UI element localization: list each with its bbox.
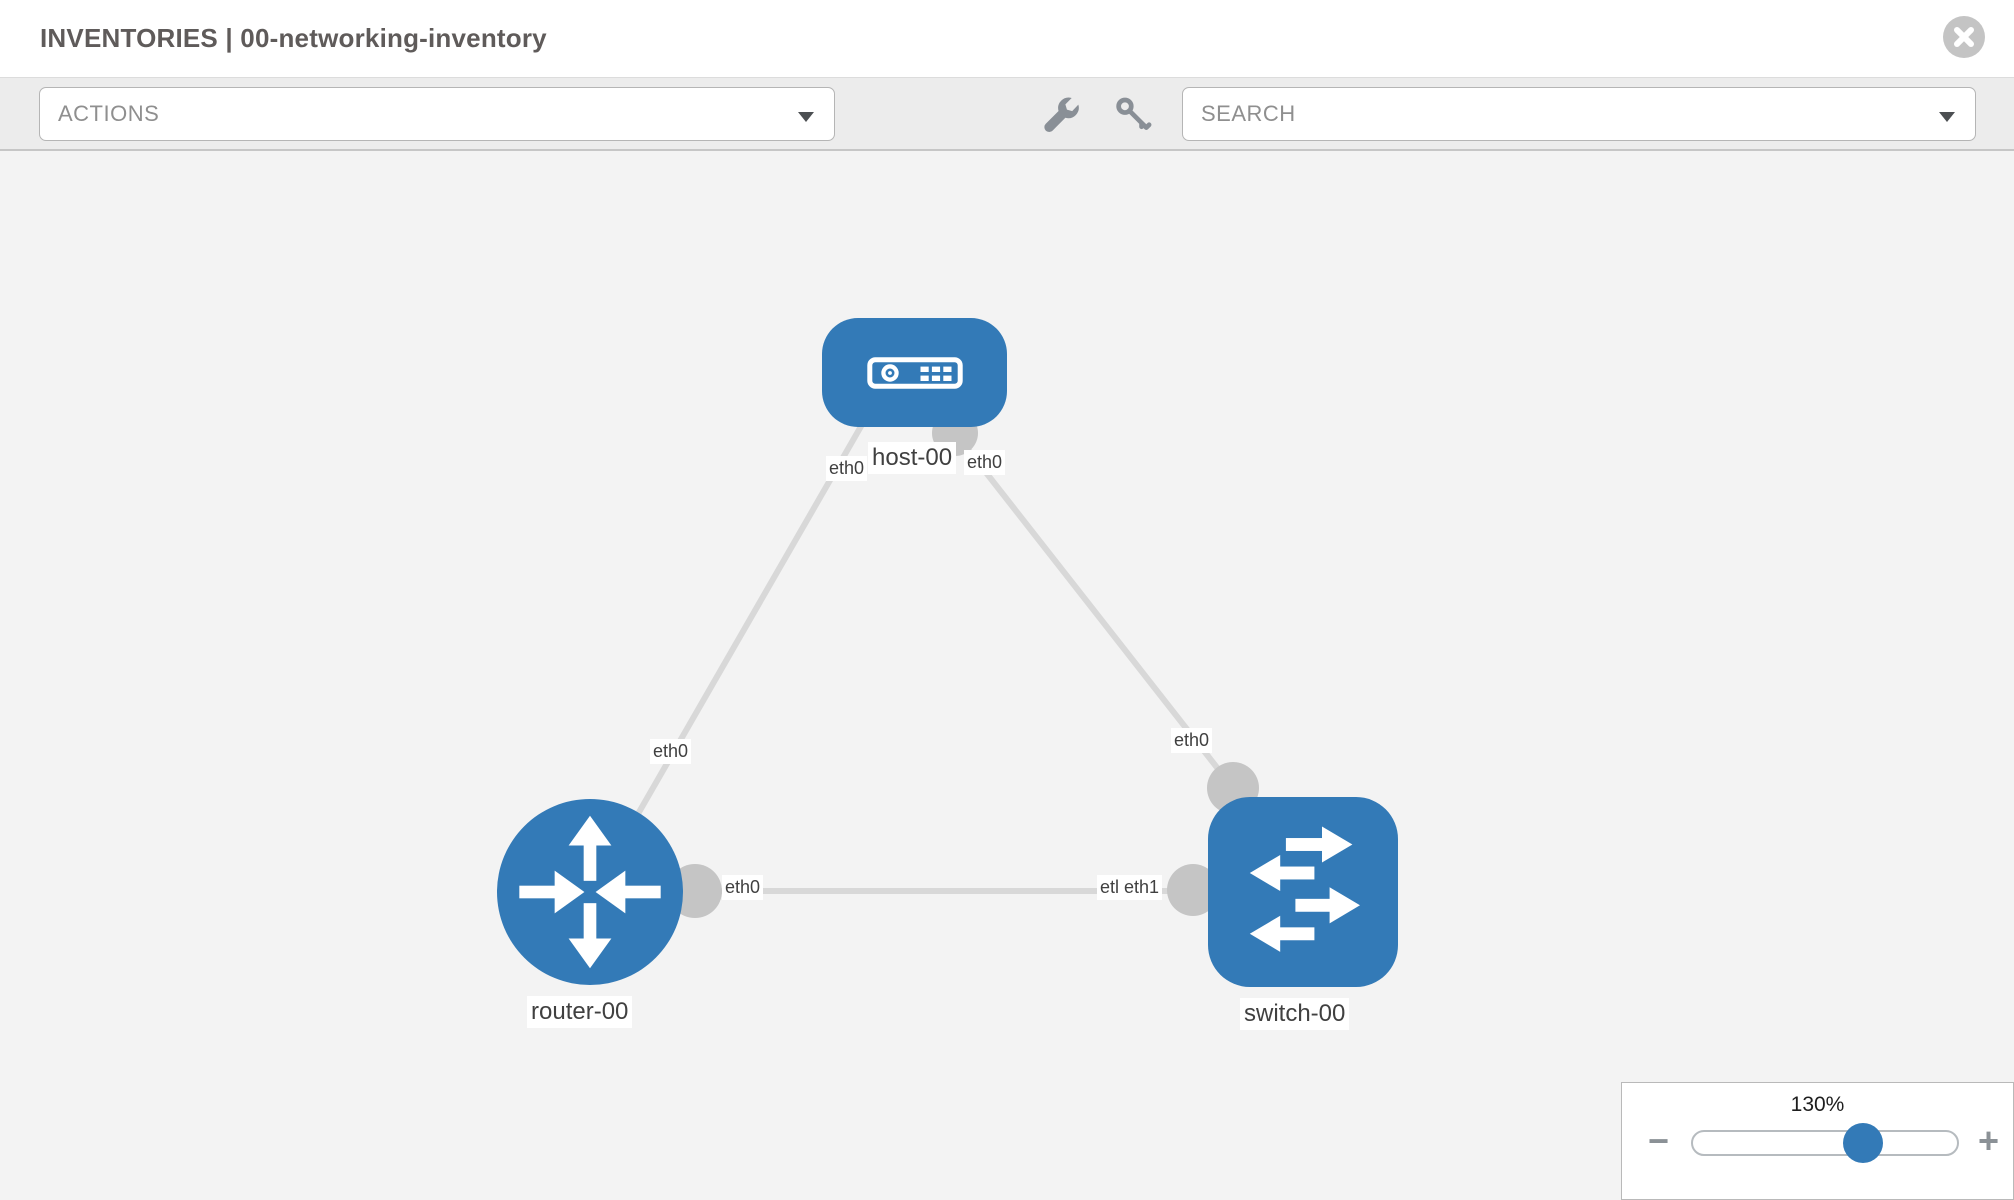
page-title: INVENTORIES | 00-networking-inventory	[40, 23, 547, 53]
node-label-switch-00: switch-00	[1240, 998, 1350, 1030]
toolbar: ACTIONS SEARCH	[0, 78, 2014, 151]
zoom-in-button[interactable]: +	[1978, 1120, 2000, 1161]
search-dropdown[interactable]: SEARCH	[1182, 87, 1976, 141]
interface-label-switch-eth1-to-router: eth1	[1121, 875, 1163, 900]
node-label-router-00: router-00	[527, 996, 633, 1028]
links-layer	[597, 400, 1259, 918]
zoom-value: 130%	[1790, 1093, 1845, 1116]
chevron-down-icon	[798, 112, 814, 122]
actions-dropdown[interactable]: ACTIONS	[39, 87, 835, 141]
interface-label-host-eth0-to-router: eth0	[826, 456, 868, 481]
node-router-00[interactable]	[497, 799, 683, 985]
link-host-router[interactable]	[597, 400, 878, 882]
zoom-slider-track[interactable]	[1691, 1130, 1959, 1156]
node-host-00[interactable]	[822, 318, 1007, 427]
zoom-out-button[interactable]: −	[1648, 1120, 1670, 1161]
switch-icon	[1249, 826, 1360, 952]
actions-dropdown-label: ACTIONS	[58, 101, 160, 126]
host-icon	[866, 356, 963, 389]
interface-label-router-eth0-to-switch: eth0	[722, 875, 764, 900]
close-icon	[1954, 27, 1974, 47]
close-button[interactable]	[1943, 16, 1985, 58]
topology-canvas[interactable]: host-00 router-00 switch-00 eth0 eth0 et…	[0, 151, 2014, 1200]
node-switch-00[interactable]	[1208, 797, 1398, 987]
node-label-host-00: host-00	[868, 442, 957, 474]
search-dropdown-label: SEARCH	[1201, 101, 1296, 126]
interface-label-host-eth0-to-switch: eth0	[964, 450, 1006, 475]
header-bar: INVENTORIES | 00-networking-inventory	[0, 0, 2014, 78]
zoom-panel: 130% − +	[1621, 1082, 2014, 1200]
interface-label-overlap-fragment: etl	[1097, 875, 1123, 900]
router-icon	[519, 815, 661, 969]
chevron-down-icon	[1939, 112, 1955, 122]
interface-label-router-eth0-to-host: eth0	[650, 739, 692, 764]
zoom-slider-knob[interactable]	[1843, 1123, 1883, 1163]
key-icon[interactable]	[1112, 94, 1154, 136]
interface-label-switch-eth0-to-host: eth0	[1171, 728, 1213, 753]
port-circle	[1167, 864, 1219, 916]
wrench-icon[interactable]	[1040, 94, 1082, 136]
